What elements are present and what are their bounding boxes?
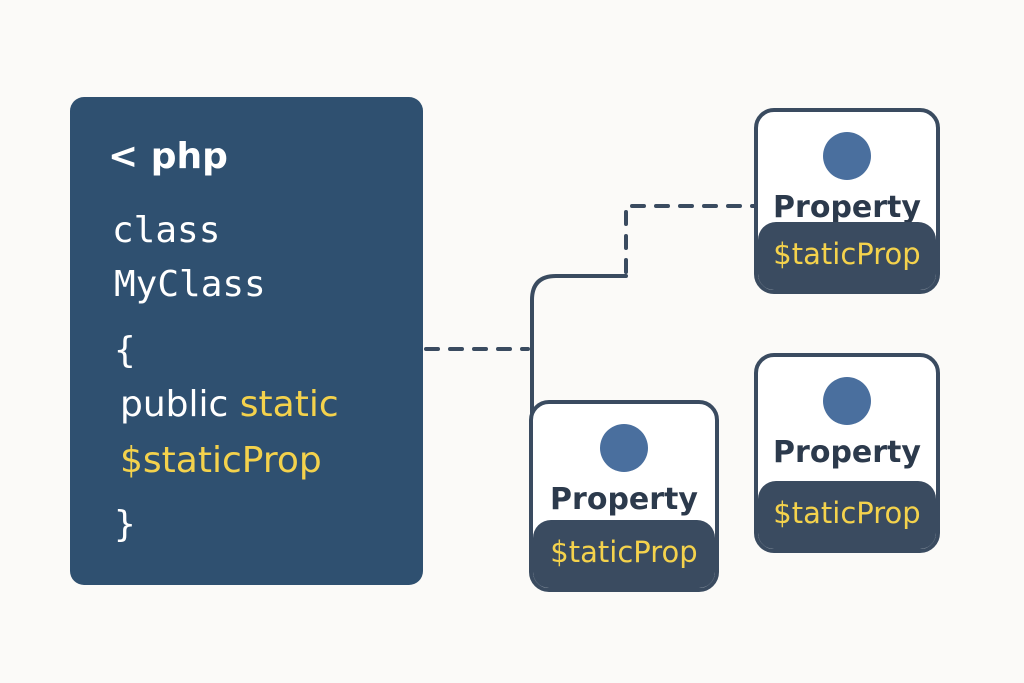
property-label: Property bbox=[550, 482, 698, 517]
open-brace: { bbox=[114, 330, 136, 371]
property-label: Property bbox=[773, 435, 921, 470]
circle-icon bbox=[823, 132, 871, 180]
static-keyword: static bbox=[239, 384, 339, 425]
circle-icon bbox=[823, 377, 871, 425]
php-open-tag: < php bbox=[108, 136, 228, 177]
dashed-connector-top bbox=[624, 204, 758, 274]
property-value: $taticProp bbox=[758, 222, 936, 290]
public-keyword: public bbox=[120, 384, 229, 425]
property-card-top: Property $taticProp bbox=[754, 108, 940, 294]
solid-connector-branch bbox=[530, 274, 628, 422]
property-label: Property bbox=[773, 190, 921, 225]
property-card-bottom-right: Property $taticProp bbox=[754, 353, 940, 553]
close-brace: } bbox=[114, 504, 136, 545]
circle-icon bbox=[600, 424, 648, 472]
class-name: MyClass bbox=[114, 264, 266, 305]
property-value: $taticProp bbox=[533, 520, 715, 588]
php-code-panel: < php class MyClass { public static $sta… bbox=[70, 97, 423, 585]
property-declaration: public static bbox=[120, 387, 339, 423]
property-value: $taticProp bbox=[758, 481, 936, 549]
property-card-bottom-left: Property $taticProp bbox=[529, 400, 719, 592]
property-name: $staticProp bbox=[120, 440, 322, 481]
class-keyword: class bbox=[112, 210, 221, 251]
